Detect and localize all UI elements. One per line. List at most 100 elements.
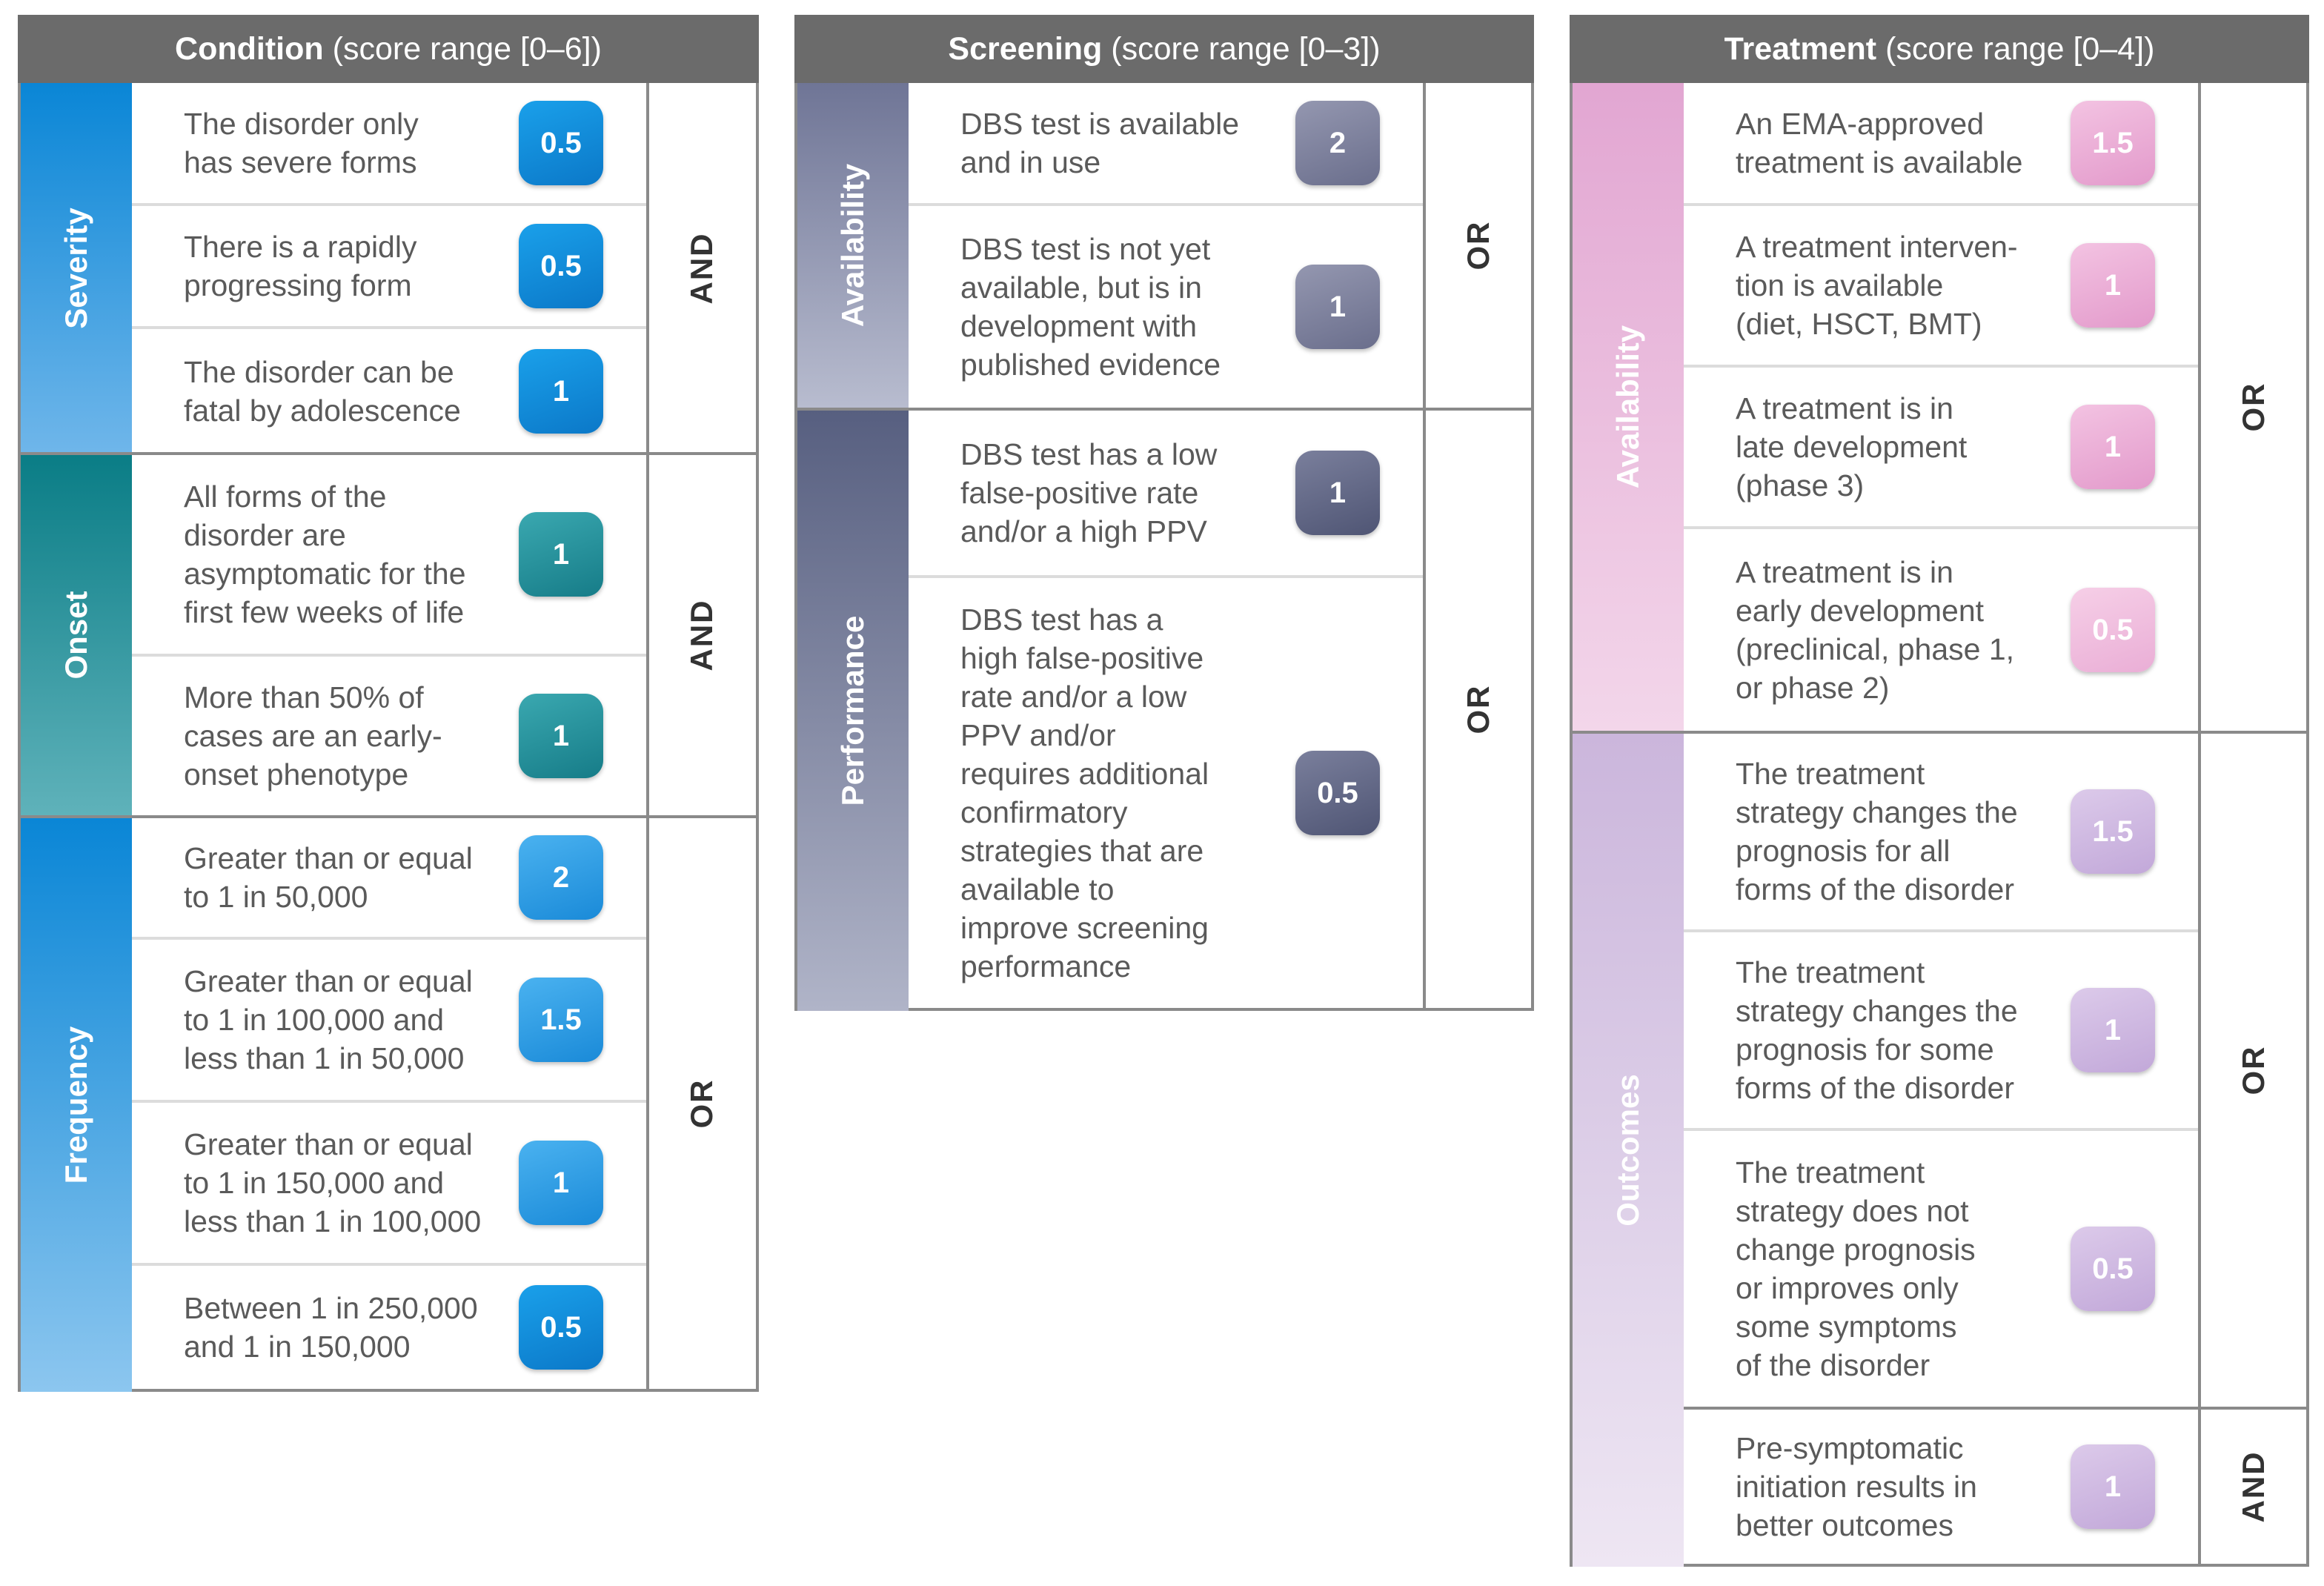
score-badge: 1 — [519, 512, 603, 597]
score-badge: 1 — [519, 349, 603, 434]
treatment-panel: Treatment (score range [0–4]) Availabili… — [1570, 15, 2309, 1567]
criterion-text: The disorder only has severe forms — [184, 107, 419, 179]
logic-operator: AND — [2236, 1450, 2271, 1523]
score-badge: 1.5 — [2071, 101, 2155, 185]
list-item: There is a rapidly progressing form 0.5 — [132, 206, 646, 329]
onset-logic: AND — [646, 455, 754, 815]
list-item: DBS test is not yet available, but is in… — [909, 206, 1423, 408]
list-item: The treatment strategy changes the progn… — [1684, 932, 2198, 1131]
criterion-text: An EMA-approved treatment is available — [1736, 107, 2023, 179]
group-divider — [21, 452, 756, 455]
score-badge: 0.5 — [519, 101, 603, 185]
score-badge: 1.5 — [2071, 789, 2155, 874]
screening-availability-group-label: Availability — [797, 83, 909, 408]
frequency-group-label: Frequency — [21, 818, 132, 1392]
list-item: More than 50% of cases are an early- ons… — [132, 657, 646, 815]
outcomes-logic-or: OR — [2198, 734, 2306, 1407]
group-divider — [797, 408, 1531, 411]
criterion-text: Between 1 in 250,000 and 1 in 150,000 — [184, 1291, 478, 1364]
criterion-text: A treatment is in late development (phas… — [1736, 391, 1968, 502]
criterion-text: A treatment interven- tion is available … — [1736, 230, 2018, 341]
score-badge: 0.5 — [2071, 1227, 2155, 1311]
score-badge: 1.5 — [519, 978, 603, 1062]
onset-group-label: Onset — [21, 455, 132, 815]
treatment-header: Treatment (score range [0–4]) — [1570, 15, 2309, 83]
list-item: A treatment is in early development (pre… — [1684, 529, 2198, 731]
list-item: DBS test has a high false-positive rate … — [909, 578, 1423, 1008]
logic-operator: OR — [2236, 1045, 2271, 1095]
logic-operator: OR — [2236, 382, 2271, 432]
performance-group-label: Performance — [797, 411, 909, 1011]
treatment-availability-logic: OR — [2198, 83, 2306, 731]
performance-label: Performance — [835, 615, 870, 806]
group-divider — [1573, 731, 2306, 734]
score-badge: 2 — [519, 835, 603, 920]
list-item: DBS test has a low false-positive rate a… — [909, 411, 1423, 578]
list-item: Greater than or equal to 1 in 50,000 2 — [132, 818, 646, 940]
list-item: The treatment strategy does not change p… — [1684, 1131, 2198, 1407]
score-badge: 1 — [1295, 451, 1380, 535]
condition-header: Condition (score range [0–6]) — [18, 15, 759, 83]
severity-logic: AND — [646, 83, 754, 454]
severity-label: Severity — [59, 208, 93, 329]
condition-score-range: (score range [0–6]) — [332, 30, 602, 67]
availability-label: Availability — [1610, 325, 1645, 489]
list-item: Between 1 in 250,000 and 1 in 150,000 0.… — [132, 1266, 646, 1389]
score-badge: 1 — [1295, 265, 1380, 349]
criterion-text: Greater than or equal to 1 in 50,000 — [184, 841, 473, 914]
criterion-text: DBS test is not yet available, but is in… — [960, 232, 1221, 382]
criterion-text: Pre-symptomatic initiation results in be… — [1736, 1431, 1977, 1542]
criterion-text: A treatment is in early development (pre… — [1736, 555, 2015, 705]
outcomes-label: Outcomes — [1610, 1074, 1645, 1227]
score-badge: 1 — [2071, 243, 2155, 328]
logic-operator: OR — [684, 1078, 719, 1129]
screening-title: Screening — [948, 30, 1103, 67]
list-item: Pre-symptomatic initiation results in be… — [1684, 1410, 2198, 1564]
criterion-text: There is a rapidly progressing form — [184, 230, 417, 302]
criterion-text: The disorder can be fatal by adolescence — [184, 355, 461, 428]
criterion-text: DBS test is available and in use — [960, 107, 1240, 179]
list-item: The treatment strategy changes the progn… — [1684, 734, 2198, 932]
score-badge: 1 — [2071, 405, 2155, 489]
score-badge: 0.5 — [2071, 588, 2155, 672]
score-badge: 1 — [519, 1141, 603, 1225]
list-item: Greater than or equal to 1 in 150,000 an… — [132, 1103, 646, 1266]
frequency-label: Frequency — [59, 1026, 93, 1184]
group-divider — [21, 815, 756, 818]
list-item: An EMA-approved treatment is available 1… — [1684, 83, 2198, 206]
score-badge: 0.5 — [519, 224, 603, 308]
criterion-text: The treatment strategy changes the progn… — [1736, 757, 2018, 906]
treatment-score-range: (score range [0–4]) — [1885, 30, 2155, 67]
availability-label: Availability — [835, 163, 870, 328]
screening-header: Screening (score range [0–3]) — [794, 15, 1534, 83]
criterion-text: The treatment strategy does not change p… — [1736, 1155, 1976, 1382]
criterion-text: DBS test has a high false-positive rate … — [960, 603, 1209, 983]
outcomes-logic-and: AND — [2198, 1407, 2306, 1564]
logic-operator: OR — [1461, 220, 1495, 271]
screening-panel: Screening (score range [0–3]) Availabili… — [794, 15, 1534, 1011]
onset-label: Onset — [59, 591, 93, 680]
condition-title: Condition — [175, 30, 324, 67]
row-divider — [1684, 1407, 2198, 1410]
criterion-text: Greater than or equal to 1 in 150,000 an… — [184, 1127, 482, 1238]
list-item: The disorder only has severe forms 0.5 — [132, 83, 646, 206]
logic-operator: AND — [684, 232, 719, 305]
screening-score-range: (score range [0–3]) — [1111, 30, 1381, 67]
score-badge: 1 — [2071, 1444, 2155, 1529]
list-item: Greater than or equal to 1 in 100,000 an… — [132, 940, 646, 1103]
list-item: The disorder can be fatal by adolescence… — [132, 329, 646, 454]
score-badge: 0.5 — [519, 1285, 603, 1370]
list-item: DBS test is available and in use 2 — [909, 83, 1423, 206]
criterion-text: The treatment strategy changes the progn… — [1736, 955, 2018, 1105]
performance-logic: OR — [1423, 411, 1531, 1008]
score-badge: 0.5 — [1295, 751, 1380, 835]
score-badge: 1 — [2071, 988, 2155, 1072]
list-item: A treatment is in late development (phas… — [1684, 368, 2198, 529]
severity-group-label: Severity — [21, 83, 132, 454]
logic-operator: OR — [1461, 684, 1495, 734]
criterion-text: DBS test has a low false-positive rate a… — [960, 437, 1218, 548]
frequency-logic: OR — [646, 818, 754, 1389]
outcomes-group-label: Outcomes — [1573, 734, 1684, 1567]
criterion-text: All forms of the disorder are asymptomat… — [184, 480, 466, 629]
score-badge: 2 — [1295, 101, 1380, 185]
